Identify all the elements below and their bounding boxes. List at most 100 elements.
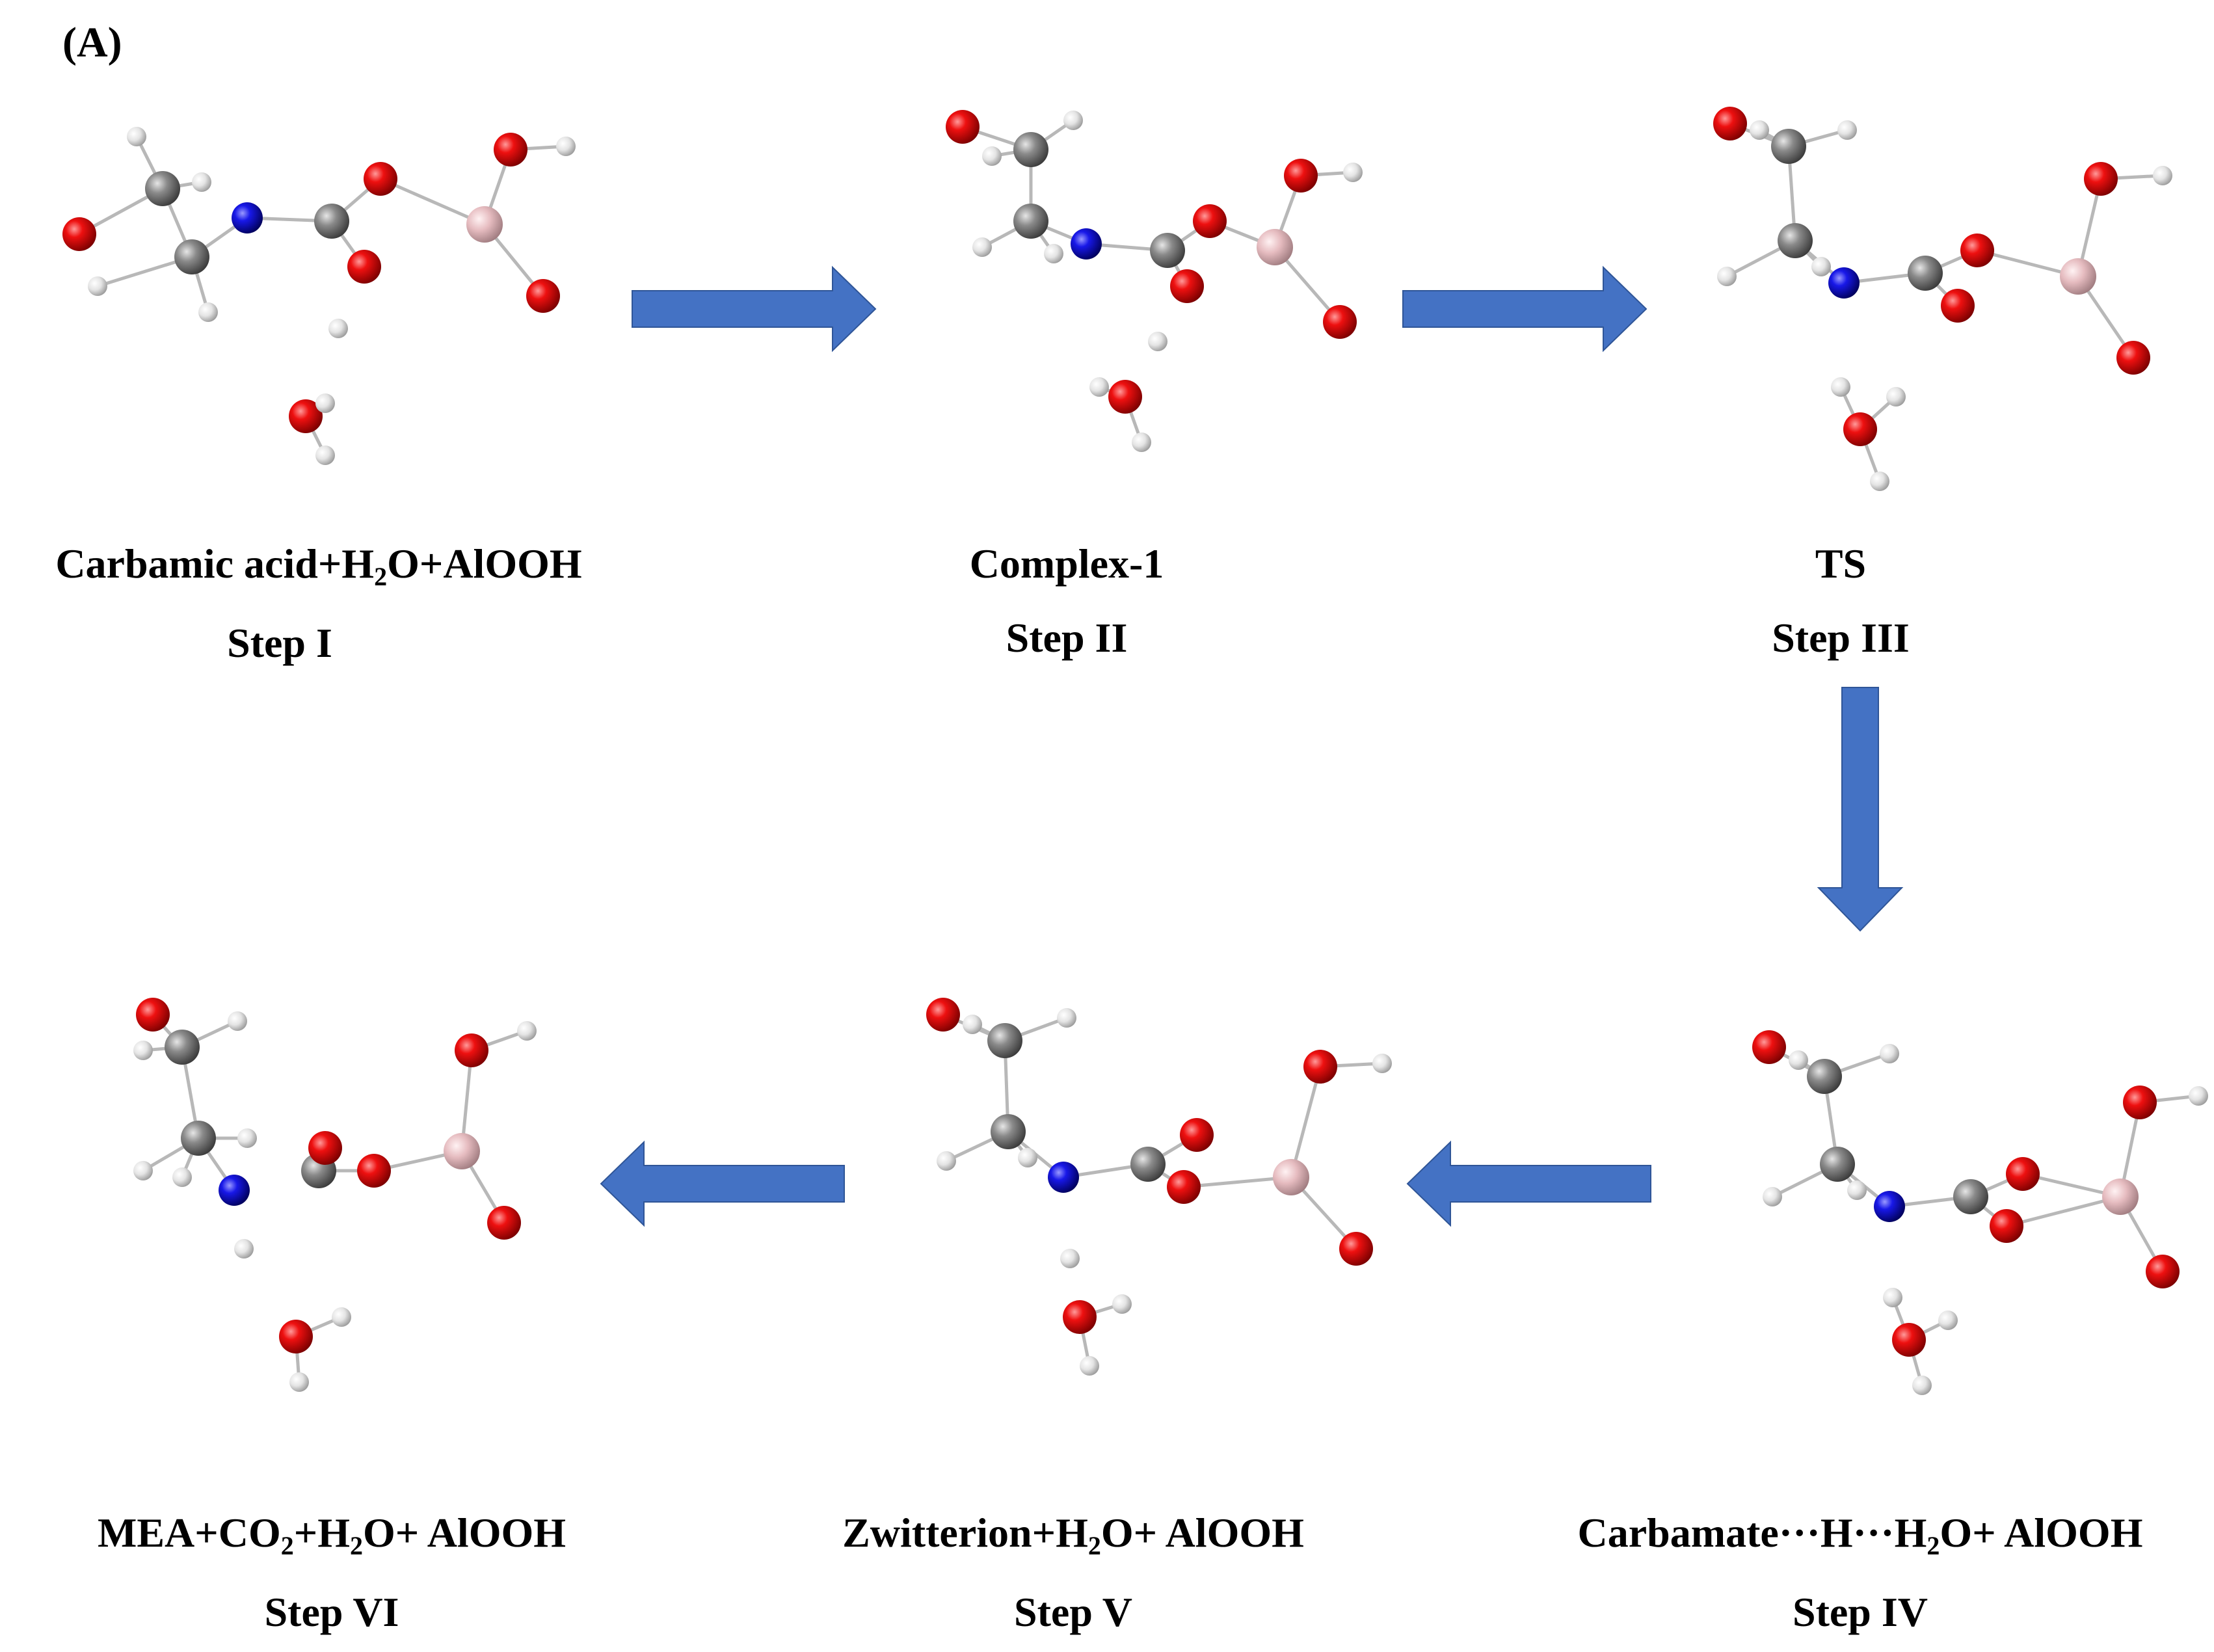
bond [1289,1065,1322,1179]
subscript: 2 [1087,1531,1101,1560]
panel-label: (A) [62,19,122,66]
oxygen-atom [1193,204,1227,238]
oxygen-atom [1339,1232,1373,1266]
aluminum-atom [1273,1159,1309,1195]
carbon-atom [1130,1147,1166,1182]
hydrogen-atom [127,127,146,146]
nitrogen-atom [1048,1162,1079,1193]
hydrogen-atom [517,1021,537,1041]
molecule-step6 [133,998,537,1392]
aluminum-atom [2102,1179,2139,1215]
oxygen-atom [279,1320,313,1353]
hydrogen-atom [1060,1249,1080,1268]
hydrogen-atom [972,237,992,257]
caption-step3: TS Step III [1691,543,1990,659]
hydrogen-atom [1883,1288,1902,1307]
hydrogen-atom [1831,377,1850,397]
oxygen-atom [357,1154,391,1188]
hydrogen-atom [556,137,576,156]
molecule-step4 [1752,1030,2208,1395]
carbon-atom [1778,223,1813,258]
hydrogen-atom [1132,433,1151,452]
oxygen-atom [2146,1255,2180,1288]
subscript: 2 [349,1531,363,1560]
hydrogen-atom [1063,111,1083,130]
oxygen-atom [1284,159,1318,193]
hydrogen-atom [1938,1311,1958,1330]
carbon-atom [314,204,349,239]
hydrogen-atom [133,1161,153,1180]
caption-step4: Carbamate···H···H2O+ AlOOH Step IV [1522,1512,2198,1633]
stage-name-step4: Carbamate···H···H2O+ AlOOH [1577,1510,2143,1560]
oxygen-atom [1713,107,1747,140]
stage-name-step5: Zwitterion+H2O+ AlOOH [842,1510,1304,1560]
oxygen-atom [487,1206,521,1240]
carbon-atom [991,1114,1026,1149]
oxygen-atom [1960,233,1994,267]
stage-name-step1: Carbamic acid+H2O+AlOOH [55,540,582,591]
oxygen-atom [1167,1170,1201,1204]
caption-step1: Carbamic acid+H2O+AlOOH Step I [13,543,624,664]
aluminum-atom [1257,229,1293,265]
hydrogen-atom [1717,267,1737,286]
molecule-step5 [926,998,1392,1376]
oxygen-atom [1180,1118,1214,1152]
caption-step6: MEA+CO2+H2O+ AlOOH Step VI [39,1512,624,1633]
hydrogen-atom [1750,120,1769,140]
nitrogen-atom [219,1175,250,1206]
oxygen-atom [1843,412,1877,446]
oxygen-atom [308,1131,342,1165]
aluminum-atom [444,1133,480,1169]
subscript: 2 [280,1531,294,1560]
aluminum-atom [2060,258,2096,295]
hydrogen-atom [315,446,335,465]
carbon-atom [1013,132,1048,167]
carbon-atom [1807,1059,1842,1094]
step-label-step3: Step III [1772,615,1910,661]
oxygen-atom [494,133,527,167]
hydrogen-atom [937,1151,956,1171]
stage-name-step6: MEA+CO2+H2O+ AlOOH [97,1510,567,1560]
oxygen-atom [2116,341,2150,375]
carbon-atom [165,1030,200,1065]
nitrogen-atom [232,202,263,233]
bond [2005,1195,2122,1228]
oxygen-atom [62,217,96,251]
hydrogen-atom [228,1011,247,1031]
oxygen-atom [926,998,960,1032]
hydrogen-atom [198,302,218,322]
molecule-step1 [62,127,576,465]
arrow-step5-to-step6 [600,1140,845,1227]
hydrogen-atom [1847,1180,1867,1200]
step-label-step1: Step I [227,620,332,666]
carbon-atom [987,1023,1022,1058]
hydrogen-atom [963,1015,982,1034]
hydrogen-atom [1886,387,1906,406]
oxygen-atom [1990,1209,2023,1243]
carbon-atom [1771,129,1806,164]
hydrogen-atom [2189,1086,2208,1106]
carbon-atom [145,171,180,206]
hydrogen-atom [1080,1356,1099,1376]
molecule-step3 [1713,107,2172,491]
oxygen-atom [1170,269,1204,303]
stage-name-step2: Complex-1 [969,540,1164,587]
oxygen-atom [455,1033,488,1067]
oxygen-atom [1323,305,1357,339]
oxygen-atom [526,279,560,313]
oxygen-atom [364,162,397,196]
hydrogen-atom [328,319,348,338]
stage-name-step3: TS [1815,540,1867,587]
hydrogen-atom [1811,257,1831,276]
carbon-atom [1953,1179,1988,1214]
bond [379,177,487,226]
carbon-atom [181,1121,216,1156]
step-label-step6: Step VI [264,1589,399,1635]
hydrogen-atom [982,146,1002,166]
hydrogen-atom [172,1167,192,1187]
hydrogen-atom [332,1307,351,1327]
oxygen-atom [289,399,323,433]
hydrogen-atom [1343,163,1363,182]
aluminum-atom [466,206,503,243]
hydrogen-atom [237,1128,257,1148]
